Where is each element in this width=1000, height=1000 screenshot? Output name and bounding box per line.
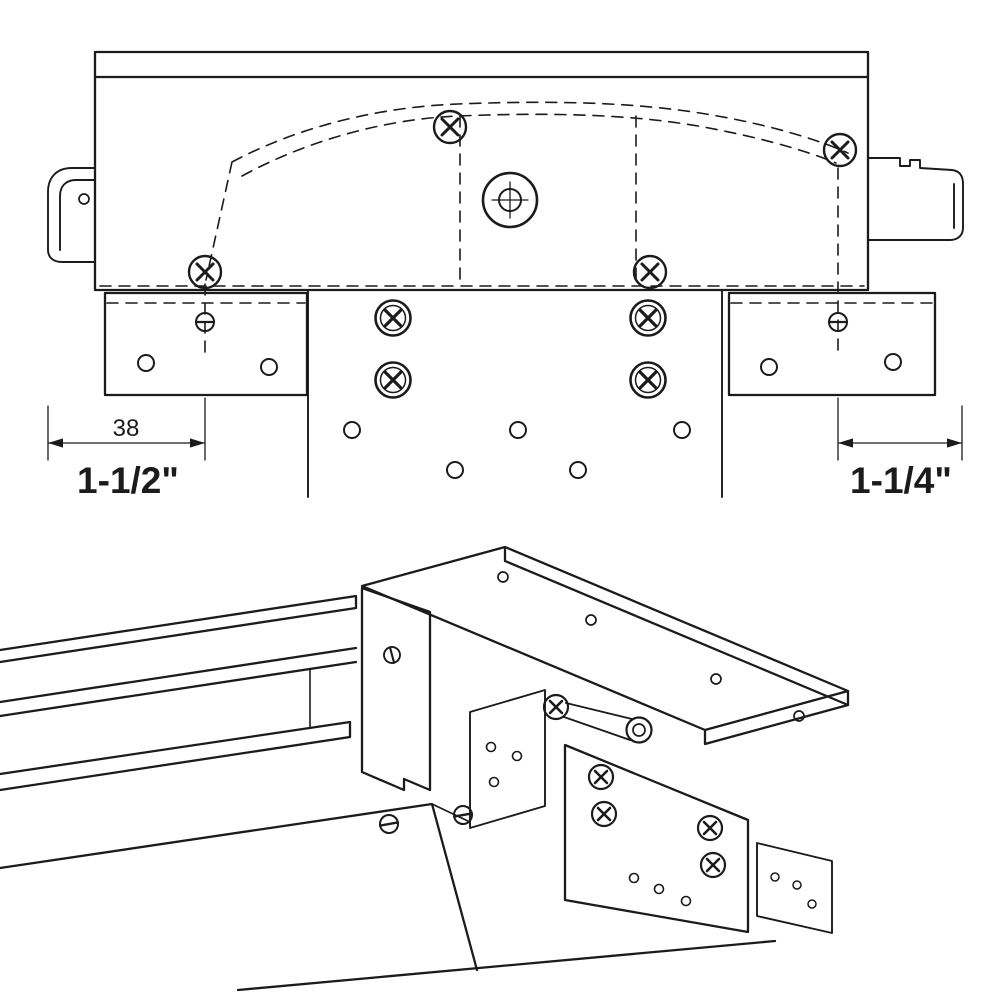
phillips-screw-icon	[696, 814, 724, 842]
dimension-label-right-inch: 1-1/4"	[850, 460, 952, 501]
phillips-screw-icon	[587, 763, 615, 791]
mounting-hole-icon	[760, 358, 778, 376]
mounting-hole-icon	[343, 421, 361, 439]
rail-extrusion	[0, 594, 777, 992]
mounting-hole-icon	[511, 750, 523, 762]
phillips-screw-icon	[542, 693, 570, 721]
mounting-hole-icon	[680, 895, 692, 907]
arrowhead-icon	[48, 438, 63, 448]
center-plate-edges	[307, 289, 723, 498]
phillips-screw-icon	[822, 132, 858, 168]
isometric-view	[0, 545, 850, 992]
front-view	[47, 50, 964, 498]
left-extension-lines	[47, 397, 206, 461]
mounting-hole-icon	[807, 899, 817, 909]
mounting-hole-icon	[497, 571, 509, 583]
mounting-hole-icon	[260, 358, 278, 376]
mounting-hole-icon	[884, 353, 902, 371]
assembly-join-line	[431, 803, 471, 823]
mounting-hole-icon	[509, 421, 527, 439]
phillips-screw-icon	[628, 298, 668, 338]
mounting-hole-icon	[628, 872, 640, 884]
bracket-top-plate	[360, 545, 850, 746]
phillips-screw-icon	[632, 254, 668, 290]
dimension-label-mm: 38	[113, 415, 140, 442]
mounting-hole-icon	[770, 872, 780, 882]
phillips-screw-icon	[373, 298, 413, 338]
strap-plate	[756, 842, 833, 934]
mounting-hole-icon	[653, 883, 665, 895]
dimension-label-left-inch: 1-1/2"	[77, 460, 179, 501]
phillips-screw-icon	[699, 851, 727, 879]
left-bracket	[103, 291, 309, 397]
mounting-hole-icon	[485, 741, 497, 753]
slotted-screw-icon	[377, 812, 401, 836]
phillips-screw-icon	[590, 800, 618, 828]
side-plate	[469, 689, 546, 829]
mounting-hole-icon	[710, 673, 722, 685]
grommet-icon	[481, 171, 539, 229]
dimensions: 38 1-1/2" 1-1/4"	[47, 397, 963, 501]
mounting-hole-icon	[137, 354, 155, 372]
arrowhead-icon	[838, 438, 853, 448]
left-end-profile	[47, 167, 96, 263]
pivot-pin	[542, 693, 653, 744]
pin-end-bore	[632, 723, 646, 737]
mounting-hole-icon	[792, 880, 802, 890]
arrowhead-icon	[190, 438, 205, 448]
right-extension-lines	[837, 397, 963, 461]
mounting-hole-icon	[585, 614, 597, 626]
slotted-screw-icon	[381, 644, 403, 666]
extension-plate	[563, 743, 750, 934]
mounting-hole-icon	[446, 461, 464, 479]
hidden-profile	[99, 101, 934, 359]
right-end-profile	[867, 157, 964, 241]
phillips-screw-icon	[628, 360, 668, 400]
phillips-screw-icon	[373, 360, 413, 400]
pin-body	[563, 702, 633, 741]
housing-outline	[93, 50, 870, 292]
mounting-hole-icon	[569, 461, 587, 479]
mounting-hole-icon	[488, 776, 500, 788]
bracket-back-plate	[360, 586, 432, 792]
arrowhead-icon	[947, 438, 962, 448]
right-bracket	[727, 291, 937, 397]
mounting-hole-icon	[673, 421, 691, 439]
pin-end-cap	[625, 716, 653, 744]
mounting-hole-icon	[78, 193, 90, 205]
